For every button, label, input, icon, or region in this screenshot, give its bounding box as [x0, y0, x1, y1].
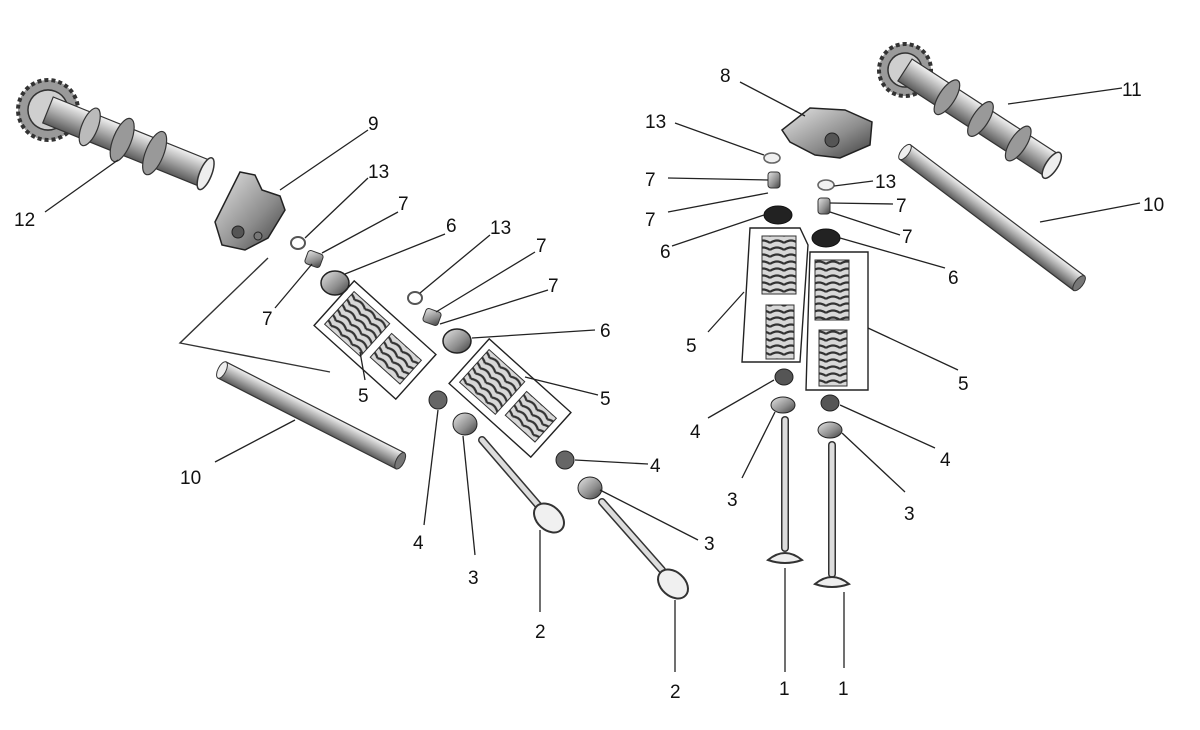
callout-7-g: 7	[896, 196, 907, 217]
rocker-shaft-right	[898, 143, 1086, 292]
valve-springs-right	[741, 227, 869, 391]
callout-4-a: 4	[413, 533, 424, 554]
rocker-arm-right	[780, 107, 873, 159]
callout-5-d: 5	[958, 374, 969, 395]
callout-layer: 12 9 13 7 7 6 13 7 7 6 5 5 10 4 3 4 3	[14, 66, 1164, 703]
callout-5-a: 5	[358, 386, 369, 407]
callout-11: 11	[1122, 80, 1142, 101]
callout-7-a: 7	[398, 194, 409, 215]
callout-4-d: 4	[940, 450, 951, 471]
callout-7-f: 7	[645, 210, 656, 231]
callout-13-c: 13	[645, 112, 666, 133]
callout-12: 12	[14, 210, 35, 231]
callout-13-b: 13	[490, 218, 511, 239]
callout-1-b: 1	[838, 679, 849, 700]
callout-5-b: 5	[600, 389, 611, 410]
callout-2-b: 2	[670, 682, 681, 703]
valves-left	[478, 436, 689, 600]
callout-6-c: 6	[660, 242, 671, 263]
callout-7-h: 7	[902, 227, 913, 248]
rocker-arm-left	[214, 171, 286, 251]
callout-10-b: 10	[1143, 195, 1164, 216]
callout-7-c: 7	[536, 236, 547, 257]
callout-3-c: 3	[727, 490, 738, 511]
callout-1-a: 1	[779, 679, 790, 700]
callout-2-a: 2	[535, 622, 546, 643]
rocker-shaft-left	[178, 257, 407, 470]
callout-3-a: 3	[468, 568, 479, 589]
valves-right	[765, 416, 852, 588]
callout-7-d: 7	[548, 276, 559, 297]
small-parts-right	[763, 152, 843, 439]
callout-13-d: 13	[875, 172, 896, 193]
callout-4-b: 4	[650, 456, 661, 477]
callout-13-a: 13	[368, 162, 389, 183]
callout-10-a: 10	[180, 468, 201, 489]
callout-5-c: 5	[686, 336, 697, 357]
callout-3-b: 3	[704, 534, 715, 555]
callout-7-e: 7	[645, 170, 656, 191]
camshaft-left	[16, 78, 215, 191]
callout-6-b: 6	[600, 321, 611, 342]
camshaft-right	[877, 42, 1063, 180]
callout-6-a: 6	[446, 216, 457, 237]
callout-9: 9	[368, 114, 379, 135]
valve-springs-left	[313, 279, 572, 459]
callout-6-d: 6	[948, 268, 959, 289]
callout-7-b: 7	[262, 309, 273, 330]
callout-8: 8	[720, 66, 731, 87]
small-parts-left	[290, 236, 603, 500]
callout-3-d: 3	[904, 504, 915, 525]
callout-4-c: 4	[690, 422, 701, 443]
